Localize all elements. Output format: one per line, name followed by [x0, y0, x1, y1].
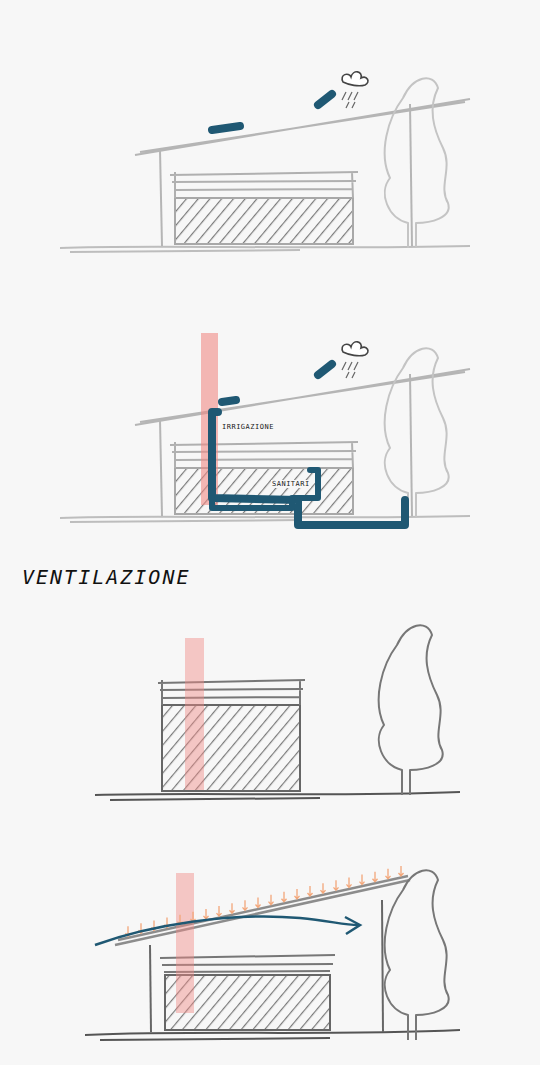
section-heading: VENTILAZIONE — [22, 565, 191, 589]
heat-arrow — [347, 877, 352, 887]
heat-arrow — [321, 883, 326, 893]
heat-arrow — [282, 892, 287, 902]
pipe-label: SANITARI — [271, 480, 311, 488]
heat-arrow — [373, 872, 378, 882]
heat-arrow — [308, 886, 313, 896]
heat-arrow — [230, 903, 235, 913]
heat-arrow — [243, 900, 248, 910]
heat-arrow — [386, 869, 391, 879]
pipe-label: IRRIGAZIONE — [221, 423, 275, 431]
heat-arrow — [295, 889, 300, 899]
heat-arrow — [334, 880, 339, 890]
heat-arrow — [204, 909, 209, 919]
heat-arrow — [256, 897, 261, 907]
heat-arrow — [360, 875, 365, 885]
heat-arrow — [217, 906, 222, 916]
heat-arrow — [399, 866, 404, 876]
heat-arrow — [269, 895, 274, 905]
